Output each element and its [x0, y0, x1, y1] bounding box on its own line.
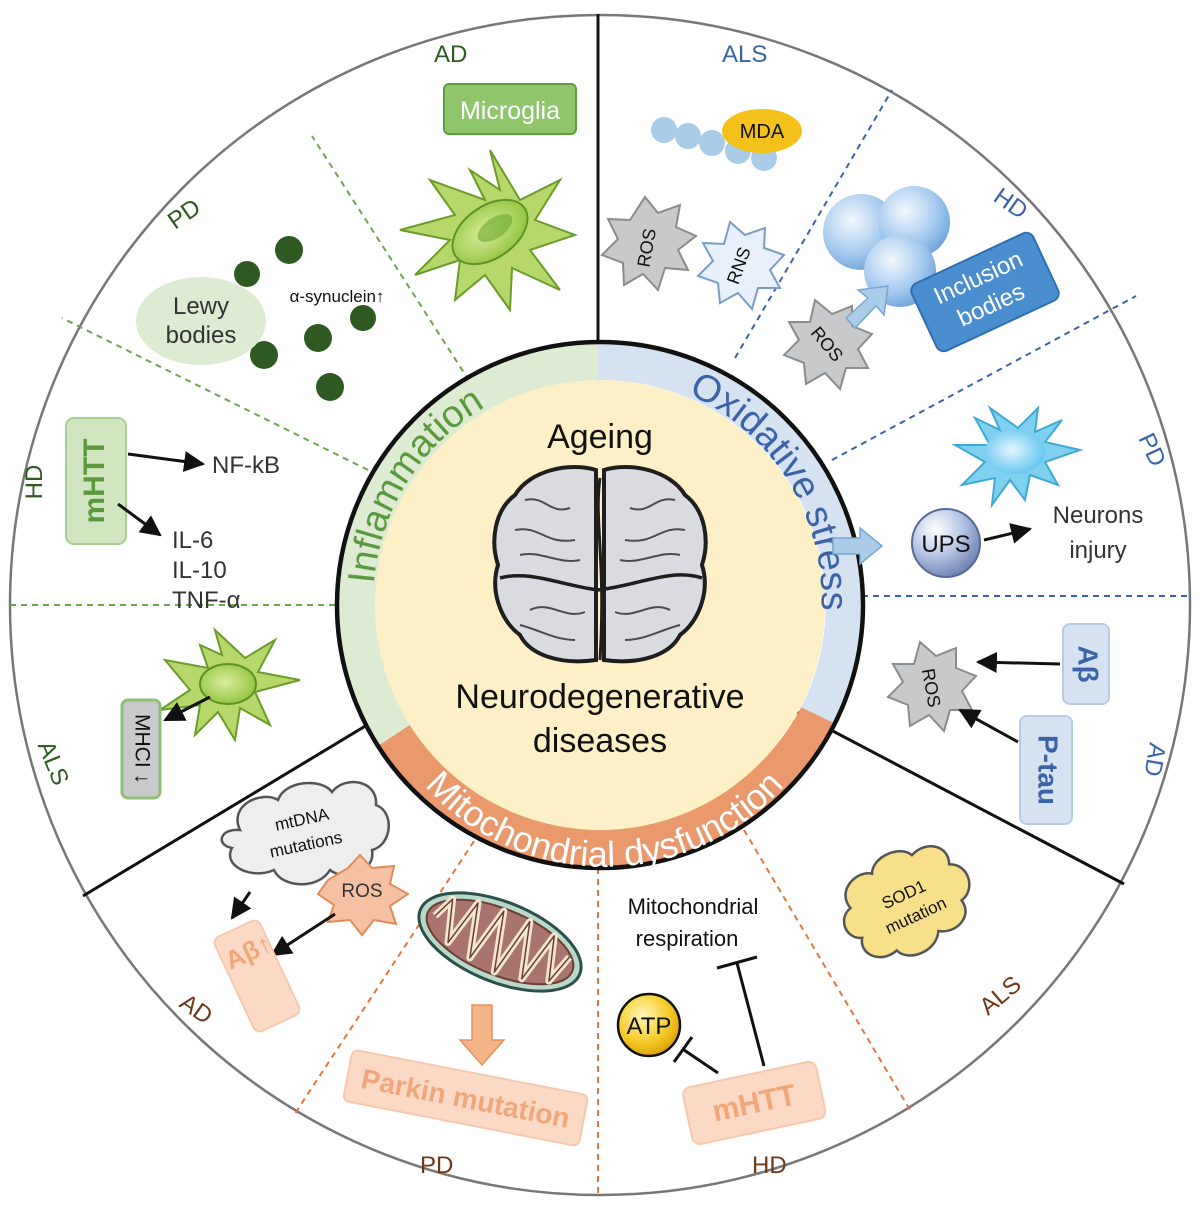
nfkb-label: NF-kB — [212, 452, 280, 479]
ring-oxidative — [598, 342, 861, 723]
abeta-box-ox: Aβ — [1062, 623, 1110, 705]
inhibit-respiration — [716, 955, 766, 1067]
lewy-line1: Lewy — [173, 293, 229, 320]
svg-text:mHTT: mHTT — [78, 439, 111, 524]
abeta-box-mito: Aβ↑ — [213, 919, 301, 1033]
lewy-bodies-blob — [136, 277, 266, 365]
svg-text:ROS: ROS — [341, 881, 382, 902]
svg-text:Aβ: Aβ — [1073, 645, 1104, 682]
arrow-to-inclusion — [844, 285, 889, 330]
resp-line1: Mitochondrial — [628, 894, 759, 919]
neuron-cell-icon — [951, 405, 1084, 509]
ring-outline — [334, 339, 866, 871]
ros-star-mito: ROS — [316, 853, 410, 937]
infl-ad-disease: AD — [434, 41, 467, 68]
center-disc — [375, 380, 825, 830]
inflammation-dividers — [10, 135, 476, 606]
svg-text:P-tau: P-tau — [1033, 735, 1064, 805]
cytokine-2: IL-10 — [172, 557, 227, 584]
divider-lower-left — [82, 696, 413, 898]
ros-star-ox-hd: ROS — [782, 298, 874, 391]
sod1-cloud: SOD1 mutation — [842, 845, 971, 959]
mda-badge: MDA — [722, 109, 802, 153]
mito-pd-disease: PD — [420, 1152, 453, 1179]
arrow-to-ups — [832, 526, 884, 566]
center-subtitle-line2: diseases — [533, 722, 667, 760]
neurons-line1: Neurons — [1053, 502, 1144, 529]
resp-line2: respiration — [636, 926, 739, 951]
arrow-mtdna-abeta — [230, 891, 252, 920]
ups-ball: UPS — [911, 508, 981, 578]
arrow-to-parkin — [458, 1004, 506, 1067]
atp-ball: ATP — [616, 992, 682, 1058]
svg-text:UPS: UPS — [921, 531, 970, 558]
mito-hd-disease: HD — [752, 1152, 787, 1179]
ring-inflammation — [336, 342, 598, 747]
center-subtitle-line1: Neurodegenerative — [455, 678, 744, 716]
mhtt-box-infl: mHTT — [65, 417, 127, 545]
mtdna-cloud: mtDNA mutations — [220, 780, 390, 886]
center-title: Ageing — [547, 418, 653, 456]
infl-hd-disease: HD — [21, 465, 48, 500]
microglia-small-icon — [159, 626, 301, 743]
rns-star: RNS — [696, 220, 786, 312]
arrow-neurons — [983, 523, 1033, 544]
arrow-cytokines — [117, 502, 162, 537]
brain-icon — [492, 465, 708, 664]
inhibit-atp — [672, 1036, 719, 1075]
mhci-box: MHCI ↓ — [120, 698, 162, 800]
svg-text:ATP: ATP — [627, 1013, 672, 1040]
neurons-line2: injury — [1069, 537, 1126, 564]
oxidative-dividers — [734, 89, 1190, 597]
arrow-ros-abeta — [270, 912, 336, 957]
ros-star-ox-ad: ROS — [886, 640, 978, 733]
ring-mito — [377, 707, 833, 867]
mhtt-box-mito: mHTT — [682, 1060, 827, 1145]
synuclein-label: α-synuclein↑ — [290, 287, 385, 306]
arrow-ptau-ros — [958, 708, 1019, 744]
mitochondrion-icon — [417, 891, 583, 993]
arrow-nfkb — [127, 451, 206, 472]
ros-star-ox-als: ROS — [600, 195, 698, 292]
microglia-cell-icon — [399, 149, 578, 313]
ox-als-disease: ALS — [722, 41, 767, 68]
microglia-box: Microglia — [443, 83, 577, 135]
ptau-box: P-tau — [1019, 715, 1073, 825]
svg-text:Microglia: Microglia — [460, 97, 560, 125]
arrow-mhci — [163, 695, 211, 722]
lewy-line2: bodies — [166, 322, 237, 349]
arrow-abeta-ros — [975, 651, 1061, 673]
cytokine-3: TNF-α — [172, 587, 241, 614]
mito-dividers — [293, 829, 911, 1195]
svg-text:MDA: MDA — [740, 121, 785, 143]
svg-text:MHCI ↓: MHCI ↓ — [130, 714, 153, 784]
lewy-bodies-dots — [234, 236, 376, 401]
cytokine-1: IL-6 — [172, 527, 213, 554]
ox-ad-disease: AD — [1138, 741, 1170, 779]
